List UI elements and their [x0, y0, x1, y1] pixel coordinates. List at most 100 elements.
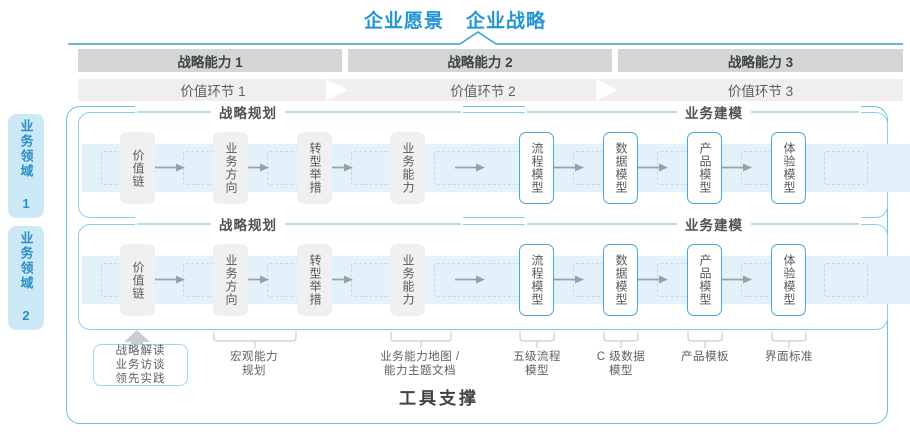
value-chain-bar-1[interactable]: 价值环节 1	[78, 79, 348, 101]
tool-label-line: 模型	[609, 365, 633, 377]
node-box-r1-5[interactable]: 流程模型	[519, 132, 554, 204]
sidebar-item-domain-1[interactable]: 业务领域 1	[8, 114, 44, 218]
node-box-r1-8[interactable]: 体验模型	[771, 132, 806, 204]
domain-2-label: 业务领域 2	[18, 231, 34, 325]
node-label: 转型举措	[308, 142, 322, 194]
node-label: 转型举措	[308, 254, 322, 306]
section-rule-right	[285, 111, 461, 113]
node-box-r2-4[interactable]: 业务能力	[390, 244, 425, 316]
capability-bar-1-label: 战略能力 1	[177, 54, 243, 70]
flow-arrow-icon	[722, 163, 752, 172]
node-box-r2-8[interactable]: 体验模型	[771, 244, 806, 316]
node-box-r1-1[interactable]: 价值链	[120, 132, 155, 204]
placeholder-box	[351, 151, 393, 185]
node-box-r1-3[interactable]: 转型举措	[297, 132, 332, 204]
value-chain-bar-3-label: 价值环节 3	[727, 84, 794, 99]
domain-1-label: 业务领域 1	[18, 119, 34, 213]
section-rule-left	[527, 111, 677, 113]
bracket-connector	[687, 332, 723, 348]
tool-label-line: 能力主题文档	[384, 365, 456, 377]
node-box-r2-2[interactable]: 业务方向	[213, 244, 248, 316]
sidebar-item-domain-2[interactable]: 业务领域 2	[8, 226, 44, 330]
tool-card-lines: 战略解读业务访谈领先实践	[116, 344, 166, 386]
tool-card-line: 领先实践	[115, 373, 166, 385]
tool-support-title: 工具支撑	[399, 389, 479, 408]
capability-bar-2-label: 战略能力 2	[447, 54, 513, 70]
node-box-r1-2[interactable]: 业务方向	[213, 132, 248, 204]
section-rule-right	[751, 223, 859, 225]
node-label: 业务方向	[224, 142, 238, 194]
flow-arrow-icon	[554, 275, 584, 284]
node-label: 产品模型	[698, 254, 712, 306]
tool-label-line: 规划	[242, 365, 266, 377]
tool-label-1: 宏观能力规划	[189, 350, 319, 378]
node-box-r2-1[interactable]: 价值链	[120, 244, 155, 316]
flow-arrow-icon	[722, 275, 752, 284]
tool-label-line: 五级流程	[513, 351, 561, 363]
value-chain-bar-2[interactable]: 价值环节 2	[348, 79, 618, 101]
bracket-connector	[519, 332, 555, 348]
node-label: 数据模型	[614, 254, 628, 306]
node-label: 业务能力	[401, 254, 415, 306]
headline-strategy: 企业战略	[466, 11, 547, 32]
node-box-r1-6[interactable]: 数据模型	[603, 132, 638, 204]
section-title-planning-1: 战略规划	[135, 103, 463, 121]
capability-bar-1[interactable]: 战略能力 1	[78, 49, 342, 72]
node-label: 产品模型	[698, 142, 712, 194]
up-arrow-icon	[124, 330, 150, 352]
section-title-modeling-label-2: 业务建模	[685, 218, 743, 233]
section-rule-left	[137, 223, 211, 225]
section-title-planning-label-2: 战略规划	[219, 218, 277, 233]
tool-card-line: 业务访谈	[115, 359, 166, 371]
tool-label-line: 模型	[525, 365, 549, 377]
node-box-r2-5[interactable]: 流程模型	[519, 244, 554, 316]
node-label: 业务方向	[224, 254, 238, 306]
flow-arrow-icon	[638, 163, 668, 172]
value-chain-bar-1-label: 价值环节 1	[180, 84, 246, 99]
capability-bar-3-label: 战略能力 3	[727, 54, 794, 70]
flow-arrow-icon	[554, 163, 584, 172]
section-title-modeling-2: 业务建模	[525, 215, 861, 233]
section-title-planning-label-1: 战略规划	[219, 106, 277, 121]
flow-arrow-icon	[155, 163, 185, 172]
tool-label-2: 业务能力地图 /能力主题文档	[355, 350, 485, 378]
placeholder-box	[824, 263, 868, 297]
tool-label-4: C 级数据模型	[556, 350, 686, 378]
node-label: 流程模型	[530, 142, 544, 194]
node-label: 流程模型	[530, 254, 544, 306]
headline: 企业愿景企业战略	[0, 6, 910, 33]
placeholder-box	[351, 263, 393, 297]
node-box-r2-6[interactable]: 数据模型	[603, 244, 638, 316]
tool-label-line: C 级数据	[596, 351, 646, 363]
tool-card-line: 战略解读	[115, 345, 166, 357]
section-rule-left	[137, 111, 211, 113]
flow-arrow-icon	[638, 275, 668, 284]
node-box-r1-4[interactable]: 业务能力	[390, 132, 425, 204]
bracket-connector	[771, 332, 807, 348]
flow-arrow-icon	[155, 275, 185, 284]
node-label: 业务能力	[401, 142, 415, 194]
tool-label-3: 五级流程模型	[472, 350, 602, 378]
tool-label-line: 产品模板	[681, 351, 729, 363]
bracket-connector	[213, 332, 297, 348]
tool-card-strategy[interactable]: 战略解读业务访谈领先实践	[93, 344, 188, 386]
node-box-r2-3[interactable]: 转型举措	[297, 244, 332, 316]
section-title-modeling-label-1: 业务建模	[685, 106, 743, 121]
section-rule-right	[285, 223, 461, 225]
flow-arrow-icon	[455, 163, 485, 172]
flow-arrow-icon	[455, 275, 485, 284]
value-chain-bar-3[interactable]: 价值环节 3	[618, 79, 903, 101]
tool-label-line: 宏观能力	[230, 351, 278, 363]
capability-bar-3[interactable]: 战略能力 3	[618, 49, 903, 72]
capability-bar-2[interactable]: 战略能力 2	[348, 49, 612, 72]
value-chain-bar-2-label: 价值环节 2	[450, 84, 516, 99]
node-box-r1-7[interactable]: 产品模型	[687, 132, 722, 204]
tool-label-6: 界面标准	[724, 350, 854, 364]
node-label: 体验模型	[782, 142, 796, 194]
tool-label-line: 界面标准	[765, 351, 813, 363]
node-box-r2-7[interactable]: 产品模型	[687, 244, 722, 316]
node-label: 价值链	[131, 148, 145, 188]
section-title-modeling-1: 业务建模	[525, 103, 861, 121]
section-title-planning-2: 战略规划	[135, 215, 463, 233]
